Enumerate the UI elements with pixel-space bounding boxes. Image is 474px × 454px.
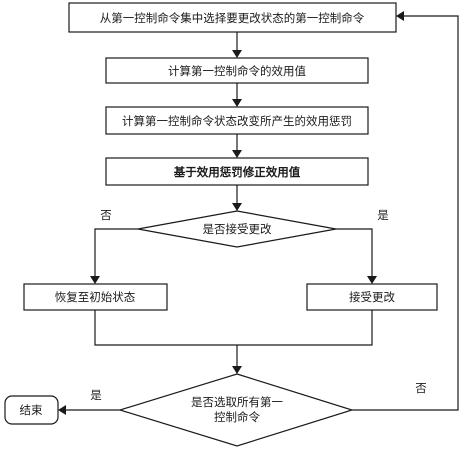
connectors [66,15,459,411]
step-restore-initial: 恢复至初始状态 [23,283,168,311]
step-box [105,57,369,84]
arrowhead-down-3 [232,150,242,158]
arrowhead-left-loop [396,11,404,21]
arrow-decision-yes-branch [336,228,373,276]
arrowhead-left-end [58,405,66,415]
decision-accept-change: 是否接受更改 [137,210,337,248]
decision-diamond [117,373,355,447]
step-box [306,283,438,311]
step-box [105,106,369,135]
arrow-final-no-loop-back [352,15,459,411]
branch-label-yes: 是 [377,208,389,222]
arrowhead-down-1 [232,50,242,58]
terminal-label: 结束 [20,403,43,417]
step-label: 从第一控制命令集中选择要更改状态的第一控制命令 [100,11,365,25]
step-correct-utility: 基于效用惩罚修正效用值 [105,157,369,186]
arrowheads [58,11,404,415]
decision-all-selected: 是否选取所有第一 控制命令 [117,373,355,447]
step-label: 接受更改 [349,290,395,304]
step-label: 计算第一控制命令的效用值 [168,64,306,78]
step-box [68,2,397,33]
step-select-from-set: 从第一控制命令集中选择要更改状态的第一控制命令 [68,2,397,33]
arrow-decision-no-branch [94,228,138,276]
arrowhead-down-left-branch [90,276,100,284]
step-label: 恢复至初始状态 [55,290,136,304]
step-label: 计算第一控制命令状态改变所产生的效用惩罚 [122,114,352,128]
arrowhead-down-final [232,366,242,374]
branch-label-yes-final: 是 [90,388,102,402]
merge-left-line [94,310,373,346]
arrowhead-down-2 [232,99,242,107]
arrowhead-down-4 [232,203,242,211]
step-label: 基于效用惩罚修正效用值 [173,165,301,179]
step-box [23,283,168,311]
step-compute-utility: 计算第一控制命令的效用值 [105,57,369,84]
decision-label-line1: 是否选取所有第一 [191,395,283,409]
branch-label-no: 否 [100,208,112,222]
step-compute-penalty: 计算第一控制命令状态改变所产生的效用惩罚 [105,106,369,135]
arrowhead-down-right-branch [367,276,377,284]
decision-diamond [137,210,337,248]
terminal-box [4,395,59,425]
decision-label: 是否接受更改 [203,222,272,236]
branch-label-no-final: 否 [415,381,427,395]
step-box [105,157,369,186]
terminal-end: 结束 [4,395,59,425]
decision-label-line2: 控制命令 [214,410,260,424]
step-accept-change: 接受更改 [306,283,438,311]
